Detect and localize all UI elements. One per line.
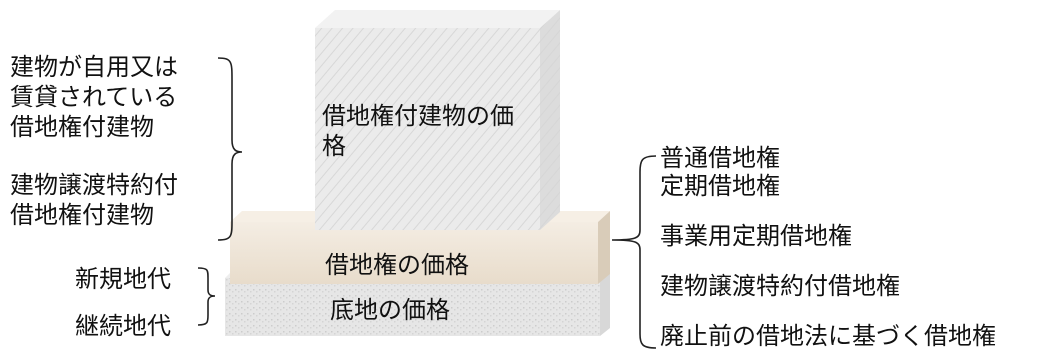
right-item-fixed-term-leasehold: 定期借地権 (660, 172, 780, 200)
rent-new: 新規地代 (75, 265, 171, 293)
right-brace (611, 155, 657, 349)
left-group-transfer-special: 建物譲渡特約付 借地権付建物 (10, 171, 178, 229)
right-item-business-fixed-term: 事業用定期借地権 (660, 222, 852, 250)
land-block (225, 262, 610, 336)
rent-continuing: 継続地代 (75, 312, 171, 340)
right-item-transfer-special: 建物譲渡特約付借地権 (660, 272, 900, 300)
leasehold-price-label: 借地権の価格 (325, 251, 469, 279)
building-block (315, 10, 560, 230)
building-price-label: 借地権付建物の価格 (322, 102, 514, 160)
left-group-building-own-use: 建物が自用又は 賃貸されている 借地権付建物 (10, 53, 178, 141)
right-item-old-law-leasehold: 廃止前の借地法に基づく借地権 (660, 322, 996, 350)
left-brace (217, 57, 243, 241)
right-item-ordinary-leasehold: 普通借地権 (660, 144, 780, 172)
rent-brace (197, 267, 216, 326)
land-price-label: 底地の価格 (330, 296, 450, 324)
